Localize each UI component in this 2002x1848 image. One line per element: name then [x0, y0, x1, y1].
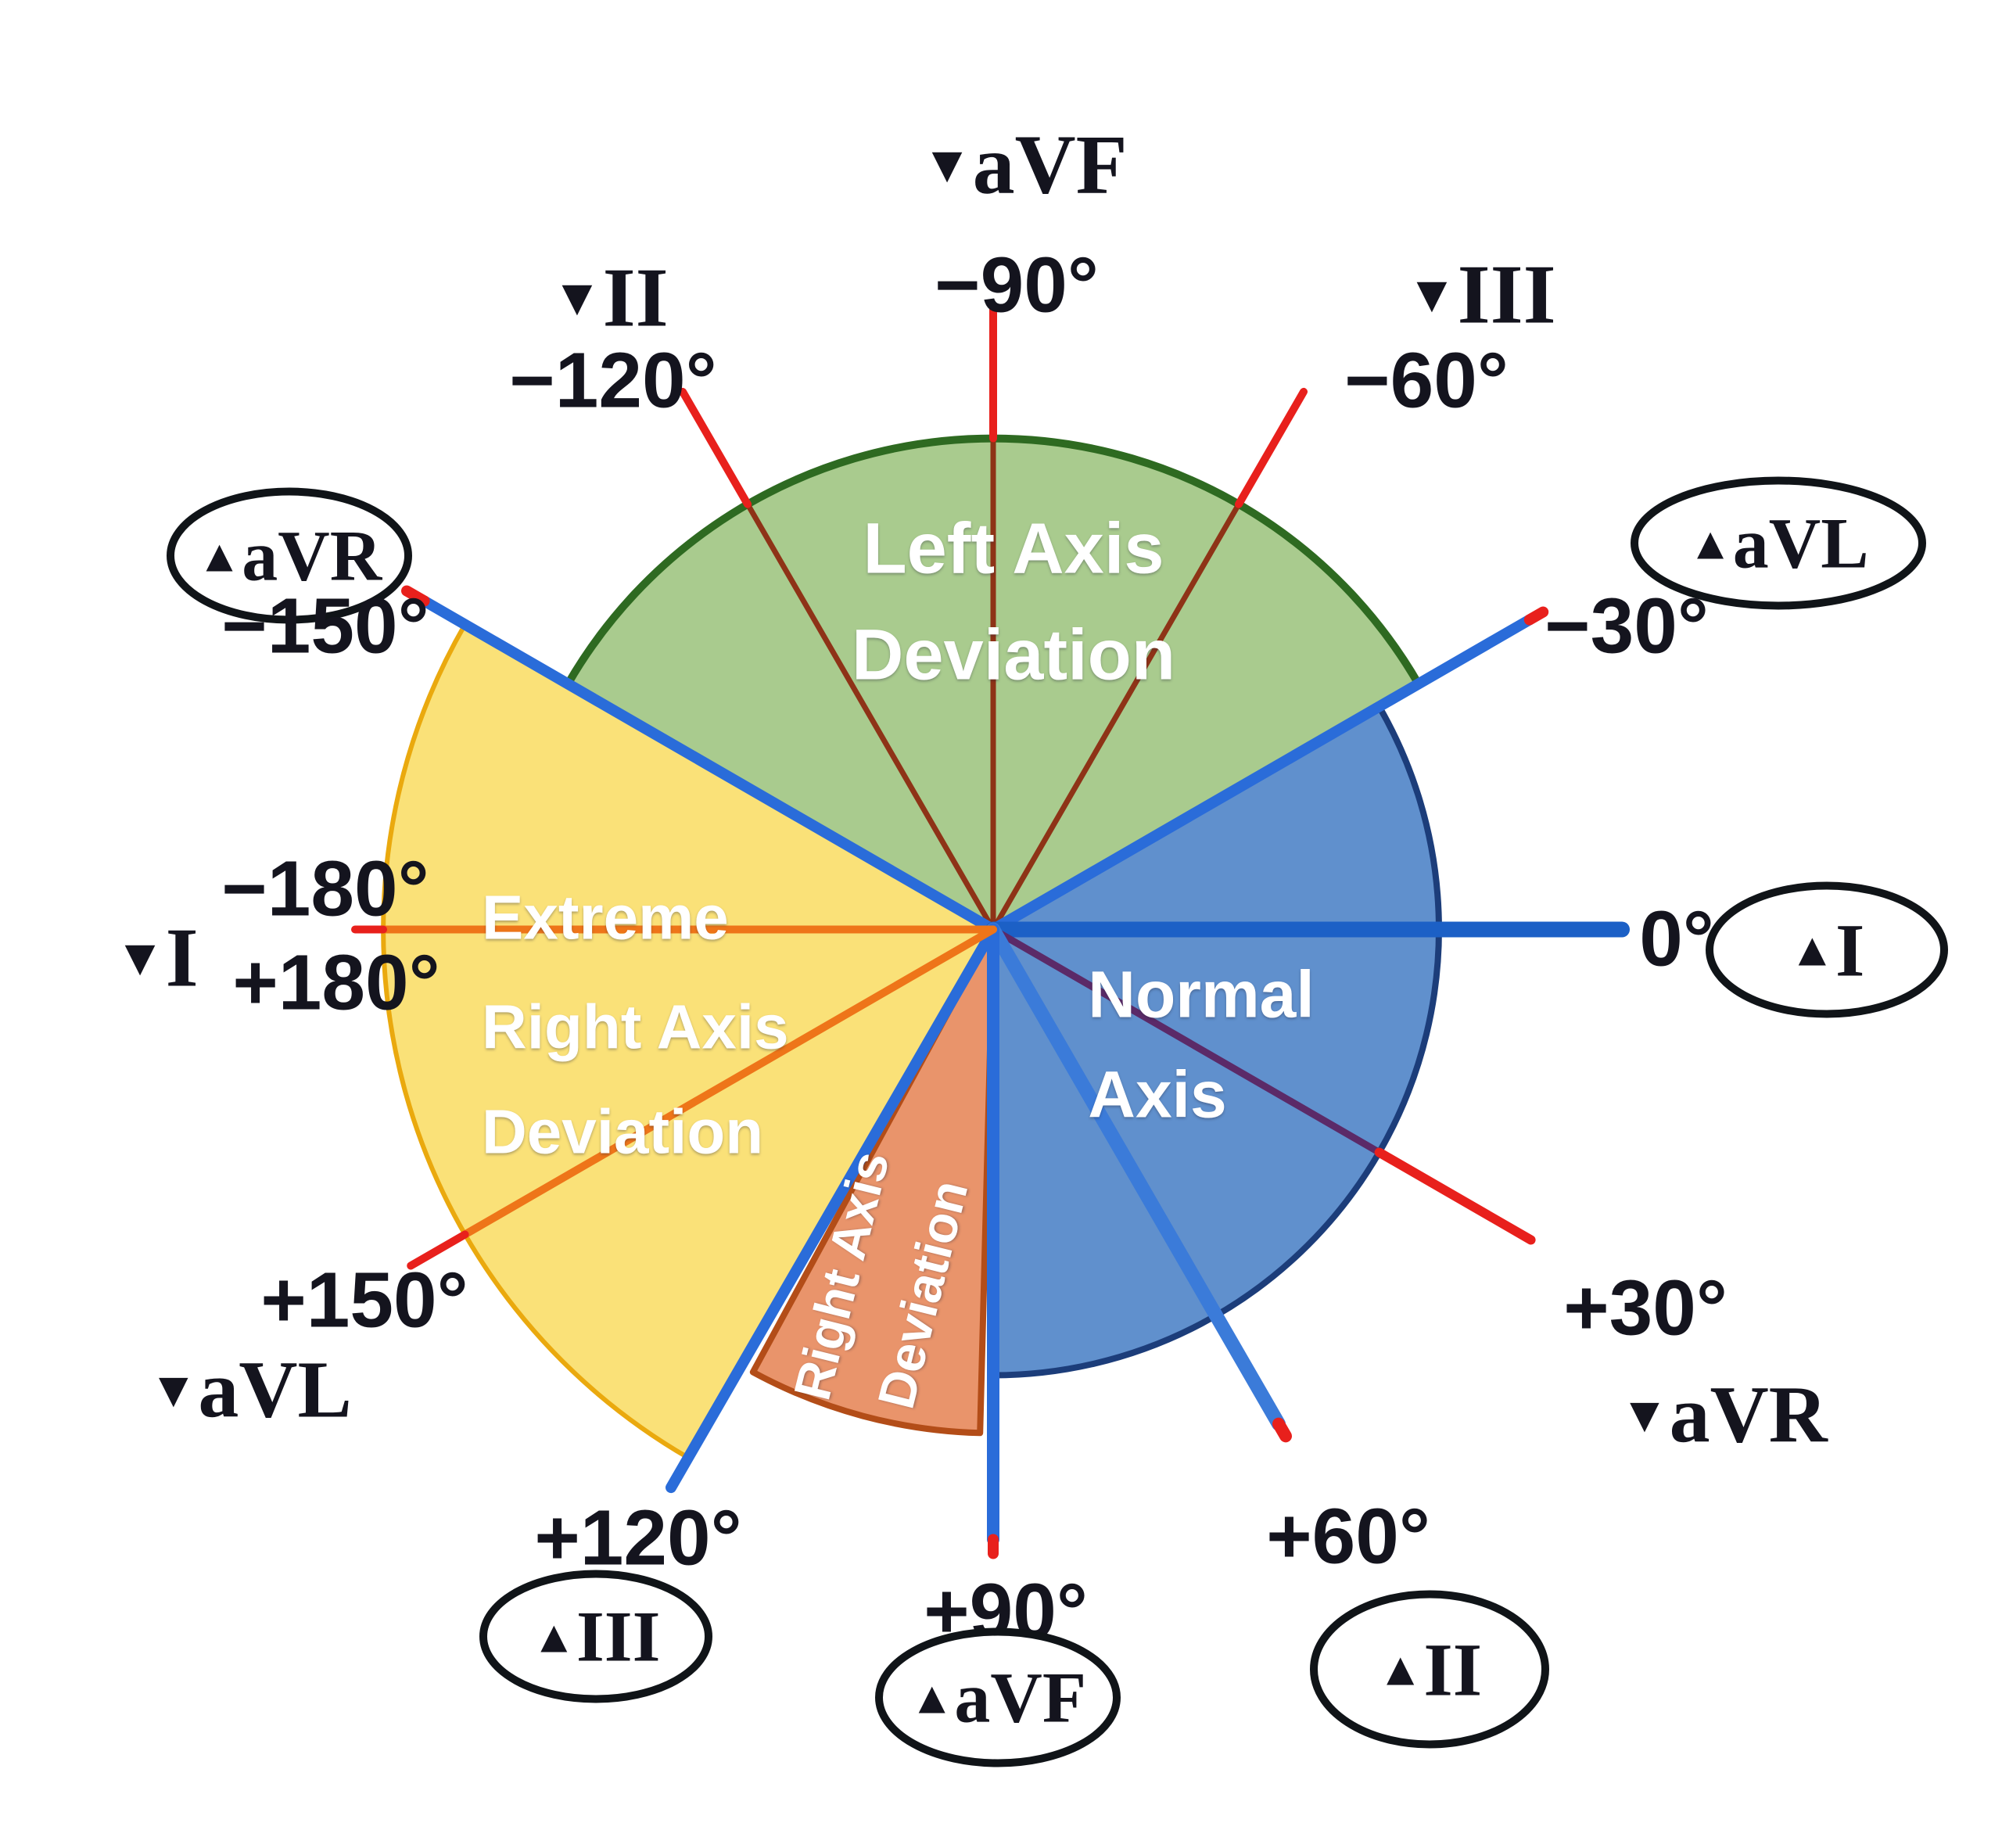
label-I-positive-oval: [1706, 881, 1948, 1018]
degree-III-positive-group: +120°: [534, 1495, 741, 1582]
label-III-positive: ▲III: [532, 1597, 661, 1677]
degree-I-negative-lower: +180°: [232, 939, 440, 1027]
degree-I-positive: 0°: [1639, 895, 1714, 983]
sector-label-normal-axis-line1: Normal: [1088, 958, 1314, 1032]
label-I-negative-group: ▼I: [114, 911, 198, 1004]
label-aVR-positive-oval: [167, 487, 412, 624]
degree-aVR-positive: −150°: [221, 583, 429, 670]
sector-label-extreme-right-axis-deviation-line3: Deviation: [482, 1097, 763, 1167]
label-aVL-negative-group: ▼aVL: [149, 1344, 352, 1434]
ray-lead-II-positive: [986, 922, 1292, 1443]
label-III-positive-oval: [479, 1570, 712, 1703]
label-I-negative: ▼I: [114, 911, 198, 1004]
ray-lead-aVL-negative-seg0: [461, 925, 997, 1239]
ray-lead-III-positive-seg0: [666, 924, 999, 1494]
degree-II-negative: −120°: [509, 337, 716, 425]
ray-lead-aVL-positive: [988, 606, 1549, 935]
degree-aVL-negative: +150°: [260, 1257, 468, 1344]
degree-II-positive: +60°: [1266, 1493, 1430, 1581]
ray-lead-aVL-positive-seg0: [988, 614, 1535, 935]
ray-lead-aVL-negative: [407, 925, 997, 1270]
ray-lead-aVL-positive-seg1: [1523, 606, 1549, 626]
degree-II-positive-group: +60°: [1266, 1493, 1430, 1581]
outer-labels-layer: ▼aVF −90° ▼II−120° ▼III−60° ▲aVR−150° ▲aVL−30…: [114, 118, 1948, 1767]
ray-lead-aVR-positive-seg0: [418, 595, 999, 935]
label-aVR-negative: ▼aVR: [1620, 1369, 1828, 1459]
ray-lead-aVR-positive: [401, 585, 999, 935]
ray-lead-II-negative-seg1: [679, 387, 752, 508]
label-II-positive-oval: [1310, 1590, 1549, 1749]
ray-lead-II-negative-seg0: [744, 501, 996, 932]
degree-aVL-positive: −30°: [1545, 583, 1709, 670]
label-aVF-positive-oval: [875, 1627, 1121, 1767]
label-aVF-positive: ▲aVF: [910, 1658, 1086, 1738]
ray-lead-III-negative-seg1: [1235, 387, 1308, 508]
degree-aVR-negative-group: +30°: [1563, 1265, 1728, 1352]
degree-aVL-negative-group: +150°: [260, 1257, 468, 1344]
ray-lead-aVR-negative: [989, 926, 1536, 1245]
label-I-positive: ▲I: [1789, 908, 1865, 992]
degree-aVL-positive-group: −30°: [1545, 583, 1709, 670]
label-III-negative: ▼III: [1406, 248, 1555, 341]
label-II-negative: ▼II: [551, 251, 668, 344]
ray-lead-II-positive-seg1: [1272, 1417, 1292, 1443]
label-aVR-positive: ▲aVR: [197, 516, 383, 596]
degree-I-negative-upper-group: −180°: [221, 845, 429, 933]
degree-II-negative-group: −120°: [509, 337, 716, 425]
label-aVF-positive-group: ▲aVF: [875, 1627, 1121, 1767]
degree-III-positive: +120°: [534, 1495, 741, 1582]
label-aVL-negative: ▼aVL: [149, 1344, 352, 1434]
label-II-positive-group: ▲II: [1310, 1590, 1549, 1749]
sector-right-axis-deviation: [749, 926, 996, 1437]
ray-lead-aVL-negative-seg1: [407, 1230, 469, 1270]
degree-aVF-negative: −90°: [935, 242, 1099, 329]
ray-lead-aVR-negative-seg0: [989, 926, 1383, 1156]
ray-lead-III-negative-seg0: [990, 501, 1242, 932]
ray-lead-II-positive-seg0: [986, 922, 1286, 1431]
label-aVR-negative-group: ▼aVR: [1620, 1369, 1828, 1459]
label-III-negative-group: ▼III: [1406, 248, 1555, 341]
degree-I-negative-lower-group: +180°: [232, 939, 440, 1027]
sector-extreme-right-axis-deviation: [381, 622, 996, 1460]
degree-I-positive-group: 0°: [1639, 895, 1714, 983]
sector-label-extreme-right-axis-deviation-line1: Extreme: [482, 883, 729, 953]
sector-label-extreme-right-axis-deviation-line2: Right Axis: [482, 992, 789, 1062]
ray-lead-II-negative: [679, 387, 996, 932]
label-aVL-positive-oval: [1631, 476, 1926, 610]
label-III-positive-group: ▲III: [479, 1570, 712, 1703]
ray-lead-III-positive: [666, 924, 999, 1494]
label-II-positive: ▲II: [1377, 1627, 1482, 1711]
ray-lead-aVR-negative-seg1: [1374, 1147, 1536, 1245]
degree-I-negative-upper: −180°: [221, 845, 429, 933]
degree-III-negative-group: −60°: [1344, 337, 1509, 425]
rays-layer: [351, 304, 1630, 1559]
label-I-positive-group: ▲I: [1706, 881, 1948, 1018]
label-aVR-positive-group: ▲aVR: [167, 487, 412, 624]
degree-aVR-positive-group: −150°: [221, 583, 429, 670]
label-aVL-positive-group: ▲aVL: [1631, 476, 1926, 610]
label-II-negative-group: ▼II: [551, 251, 668, 344]
ray-lead-aVR-positive-seg1: [401, 585, 430, 607]
label-aVF-negative: ▼aVF: [921, 118, 1127, 211]
sector-label-left-axis-deviation-line2: Deviation: [852, 615, 1175, 695]
label-aVF-negative-group: ▼aVF: [921, 118, 1127, 211]
degree-aVF-negative-group: −90°: [935, 242, 1099, 329]
sector-label-normal-axis-line2: Axis: [1088, 1058, 1226, 1132]
degree-III-negative: −60°: [1344, 337, 1509, 425]
label-aVL-positive: ▲aVL: [1688, 504, 1868, 583]
sector-label-left-axis-deviation-line1: Left Axis: [863, 509, 1164, 589]
ray-lead-III-negative: [990, 387, 1308, 932]
degree-aVR-negative: +30°: [1563, 1265, 1728, 1352]
